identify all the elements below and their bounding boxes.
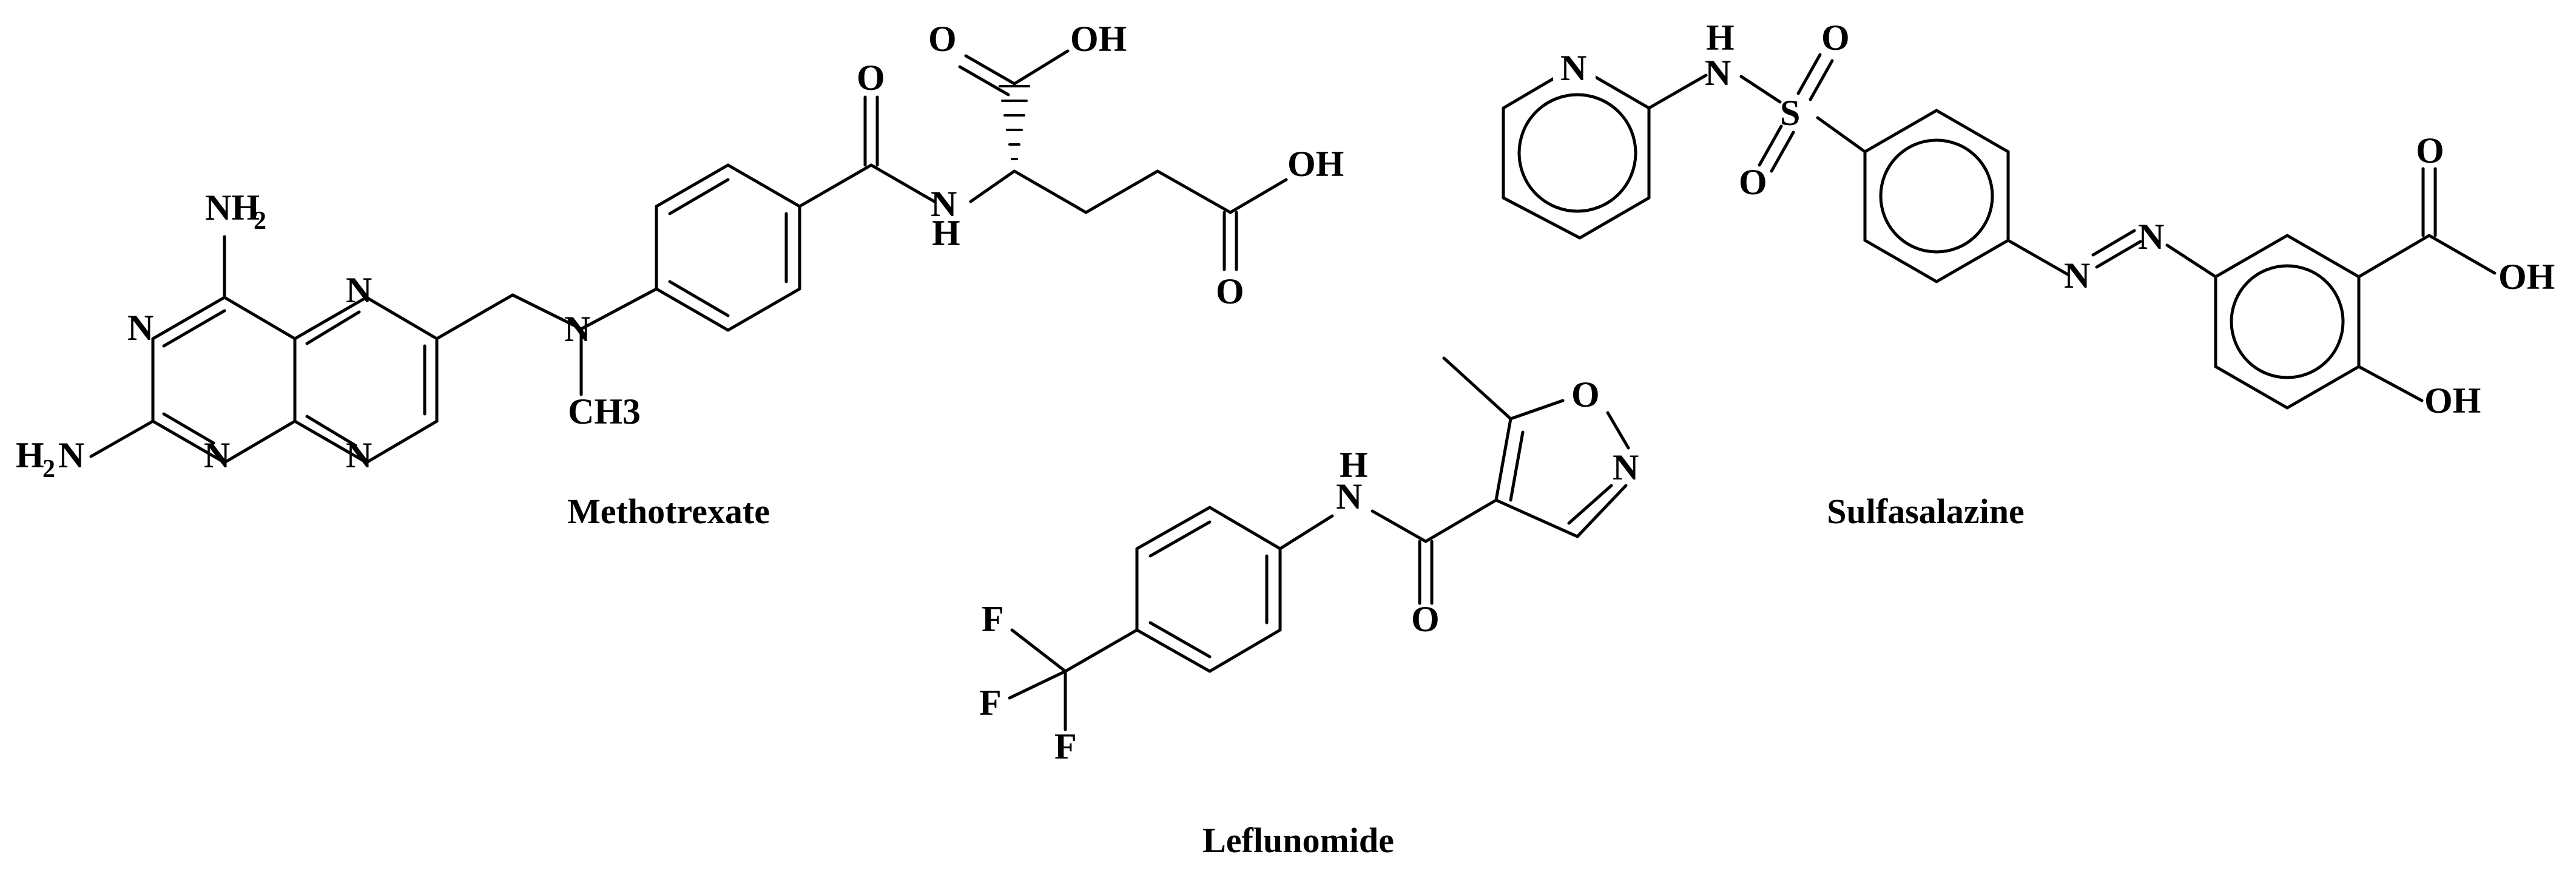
atom-label: O bbox=[1571, 374, 1600, 415]
sulfasalazine-structure: N N H S O O N N O OH OH Sulfasalazine bbox=[1502, 18, 2555, 531]
methotrexate-name: Methotrexate bbox=[567, 492, 770, 531]
atom-label: N bbox=[931, 184, 957, 224]
sulfasalazine-name: Sulfasalazine bbox=[1827, 492, 2025, 531]
leflunomide-name: Leflunomide bbox=[1202, 821, 1394, 860]
atom-label: N bbox=[564, 309, 590, 349]
methotrexate-structure: NH 2 N N N N H 2 N N CH3 O N H O OH OH O… bbox=[16, 19, 1344, 531]
atom-label: F bbox=[979, 683, 1002, 723]
atom-label: N bbox=[1336, 476, 1362, 517]
atom-label: O bbox=[1739, 162, 1767, 202]
atom-label: CH3 bbox=[568, 391, 641, 432]
atom-label: O bbox=[1216, 271, 1244, 311]
atom-label: N bbox=[1613, 447, 1639, 487]
atom-label: O bbox=[1821, 18, 1850, 58]
atom-label: N bbox=[127, 308, 153, 348]
leflunomide-structure: O N H N O F F F Leflunomide bbox=[979, 356, 1639, 860]
atom-label: S bbox=[1780, 93, 1800, 133]
atom-label: O bbox=[2416, 130, 2444, 171]
sulfasalazine-atoms: N N H S O O N N O OH OH bbox=[1553, 18, 2555, 421]
atom-label: O bbox=[857, 58, 885, 98]
methotrexate-bonds bbox=[89, 49, 1288, 464]
atom-label: N bbox=[1560, 48, 1586, 88]
atom-label: NH bbox=[205, 188, 260, 228]
atom-label: OH bbox=[2424, 381, 2481, 421]
atom-subscript: 2 bbox=[254, 207, 266, 235]
methotrexate-atoms: NH 2 N N N N H 2 N N CH3 O N H O OH OH O bbox=[16, 19, 1344, 483]
atom-label: OH bbox=[1287, 144, 1344, 184]
atom-label: H bbox=[16, 435, 44, 475]
sulfasalazine-bonds bbox=[1502, 53, 2497, 410]
atom-label: F bbox=[982, 599, 1004, 639]
atom-label: H bbox=[932, 213, 960, 253]
atom-label: N bbox=[346, 270, 372, 310]
atom-label: N bbox=[204, 435, 230, 475]
leflunomide-bonds bbox=[1008, 356, 1630, 731]
atom-label: N bbox=[346, 435, 372, 475]
atom-label: N bbox=[2138, 217, 2164, 257]
leflunomide-atoms: O N H N O F F F bbox=[979, 374, 1639, 767]
atom-label: N bbox=[2064, 256, 2090, 296]
atom-label: O bbox=[1411, 599, 1440, 639]
atom-label: OH bbox=[1070, 19, 1127, 59]
atom-label: O bbox=[928, 19, 957, 59]
atom-label: H bbox=[1340, 445, 1368, 485]
atom-label: H bbox=[1706, 18, 1735, 58]
atom-label: OH bbox=[2498, 257, 2555, 297]
atom-label: F bbox=[1054, 727, 1077, 767]
atom-label: N bbox=[1705, 53, 1731, 93]
atom-label: N bbox=[58, 435, 84, 475]
atom-subscript: 2 bbox=[42, 455, 55, 483]
